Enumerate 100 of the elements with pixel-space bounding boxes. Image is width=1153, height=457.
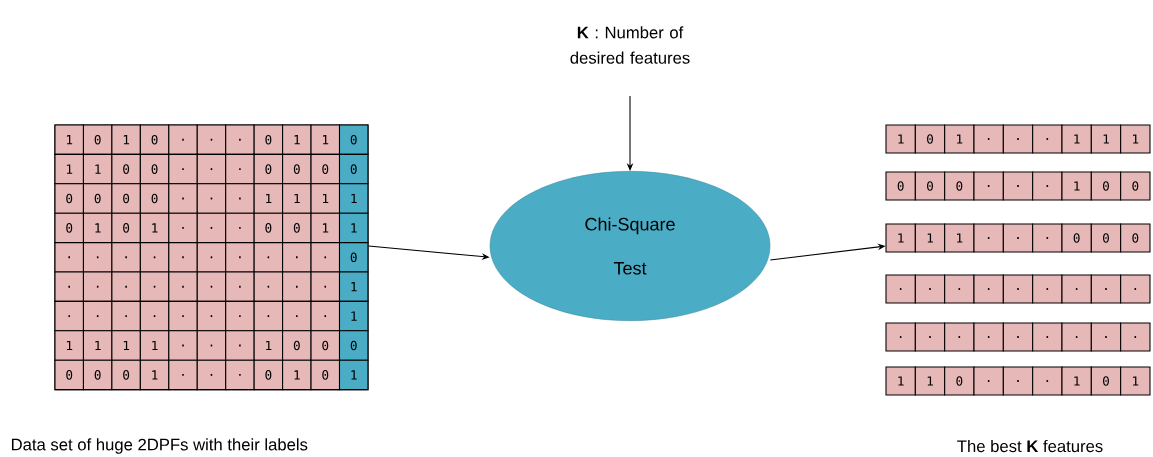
table-cell: 0 [944, 366, 975, 396]
table-cell: 1 [944, 124, 975, 154]
table-cell: . [225, 242, 255, 273]
table-cell: . [54, 271, 84, 302]
table-cell: . [196, 124, 227, 155]
table-cell: 0 [82, 359, 113, 391]
table-cell: 0 [139, 153, 170, 185]
table-cell: . [1032, 223, 1063, 253]
table-cell: . [1032, 366, 1063, 396]
table-cell: 1 [139, 212, 170, 244]
table-cell: 1 [914, 366, 946, 396]
table-cell: . [1002, 366, 1034, 396]
table-cell: 1 [1061, 124, 1092, 154]
table-cell: . [168, 153, 198, 185]
table-cell: . [282, 242, 312, 273]
table-cell: 0 [82, 183, 113, 214]
table-cell: . [225, 124, 255, 155]
table-cell: . [973, 223, 1004, 253]
table-cell: 0 [1120, 171, 1151, 201]
table-cell: 0 [253, 124, 284, 155]
table-cell: 0 [338, 330, 369, 361]
table-cell: 0 [282, 212, 312, 244]
table-cell: 0 [282, 153, 312, 185]
table-cell: . [944, 322, 975, 352]
table-cell: . [310, 242, 341, 273]
table-cell: . [1032, 171, 1063, 201]
table-cell: . [82, 271, 113, 302]
table-cell: 1 [139, 359, 170, 391]
table-cell: 0 [1090, 366, 1122, 396]
node-label: The best K features [957, 439, 1103, 453]
table-cell: 0 [82, 124, 113, 155]
table-cell: . [973, 124, 1004, 154]
table-cell: 0 [253, 212, 284, 244]
table-cell: . [310, 271, 341, 302]
table-cell: 1 [338, 212, 369, 244]
table-cell: 1 [885, 366, 916, 396]
table-cell: . [1002, 274, 1034, 304]
table-cell: 1 [282, 124, 312, 155]
table-cell: . [885, 274, 916, 304]
table-cell: 1 [82, 212, 113, 244]
table-cell: . [196, 212, 227, 244]
node-label: Data set of huge 2DPFs with their labels [11, 438, 308, 454]
table-cell: . [1002, 322, 1034, 352]
table-cell: 0 [1090, 223, 1122, 253]
table-cell: . [310, 300, 341, 332]
table-cell: 0 [139, 124, 170, 155]
table-cell: 1 [944, 223, 975, 253]
table-cell: . [973, 322, 1004, 352]
table-cell: . [82, 300, 113, 332]
table-cell: 1 [885, 124, 916, 154]
table-cell: 1 [1061, 171, 1092, 201]
table-cell: . [168, 183, 198, 214]
table-cell: 0 [54, 359, 84, 391]
table-cell: 0 [253, 153, 284, 185]
table-cell: . [139, 271, 170, 302]
table-cell: 1 [54, 153, 84, 185]
table-cell: . [196, 359, 227, 391]
table-cell: 0 [1120, 223, 1151, 253]
table-cell: 0 [54, 212, 84, 244]
table-cell: . [111, 271, 141, 302]
table-cell: . [196, 271, 227, 302]
table-cell: . [139, 300, 170, 332]
table-cell: . [914, 322, 946, 352]
table-cell: 0 [282, 330, 312, 361]
table-cell: 1 [310, 124, 341, 155]
table-cell: 1 [111, 330, 141, 361]
table-cell: . [54, 242, 84, 273]
table-cell: 1 [54, 124, 84, 155]
table-cell: . [168, 300, 198, 332]
table-cell: . [1090, 274, 1122, 304]
table-cell: . [944, 274, 975, 304]
table-cell: 1 [338, 183, 369, 214]
table-cell: . [1061, 274, 1092, 304]
table-cell: . [168, 359, 198, 391]
table-cell: . [225, 359, 255, 391]
table-cell: . [1002, 171, 1034, 201]
table-cell: . [168, 242, 198, 273]
table-cell: 1 [1120, 366, 1151, 396]
table-cell: 0 [1090, 171, 1122, 201]
table-cell: . [168, 330, 198, 361]
table-cell: . [1120, 274, 1151, 304]
table-cell: . [973, 366, 1004, 396]
table-cell: . [885, 322, 916, 352]
table-cell: . [225, 183, 255, 214]
table-cell: 1 [111, 124, 141, 155]
table-cell: . [282, 300, 312, 332]
table-cell: . [282, 271, 312, 302]
table-cell: . [1032, 124, 1063, 154]
table-cell: . [196, 183, 227, 214]
table-cell: . [973, 274, 1004, 304]
table-cell: . [168, 271, 198, 302]
table-cell: 1 [310, 212, 341, 244]
table-cell: . [914, 274, 946, 304]
table-cell: 1 [82, 153, 113, 185]
table-cell: . [196, 153, 227, 185]
table-cell: 1 [338, 359, 369, 391]
table-cell: . [1090, 322, 1122, 352]
table-cell: 1 [282, 359, 312, 391]
annotation-text: K : Number of desired features [570, 26, 690, 64]
table-cell: . [253, 300, 284, 332]
